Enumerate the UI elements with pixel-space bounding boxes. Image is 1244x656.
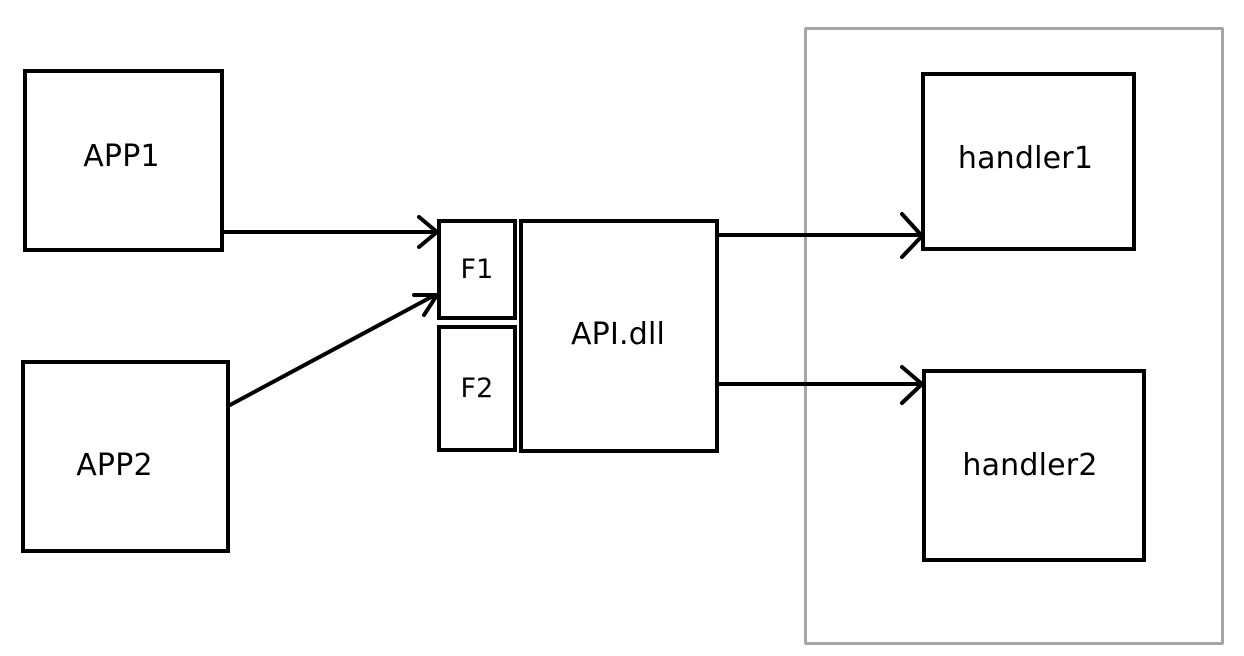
- f2-node: F2: [437, 325, 517, 452]
- f1-label: F1: [460, 254, 494, 285]
- edge-app2-to-f1-line: [228, 293, 437, 407]
- edge-app2-to-f1: [228, 293, 439, 407]
- api-dll-node: API.dll: [519, 219, 719, 453]
- f1-node: F1: [437, 219, 517, 320]
- app2-node: APP2: [21, 360, 230, 553]
- app2-label: APP2: [76, 448, 153, 483]
- handler2-node: handler2: [922, 369, 1146, 562]
- arrowhead-app2-to-f1: [412, 293, 439, 317]
- app1-label: APP1: [83, 139, 160, 174]
- handler2-label: handler2: [962, 448, 1098, 483]
- edge-app1-to-f1: [222, 215, 439, 249]
- handler1-node: handler1: [921, 72, 1136, 251]
- f2-label: F2: [460, 373, 494, 404]
- arrowhead-app1-to-f1: [417, 215, 439, 249]
- app1-node: APP1: [23, 69, 224, 252]
- api-dll-label: API.dll: [570, 316, 666, 352]
- handler1-label: handler1: [957, 141, 1094, 176]
- handlers-container: [804, 27, 1224, 645]
